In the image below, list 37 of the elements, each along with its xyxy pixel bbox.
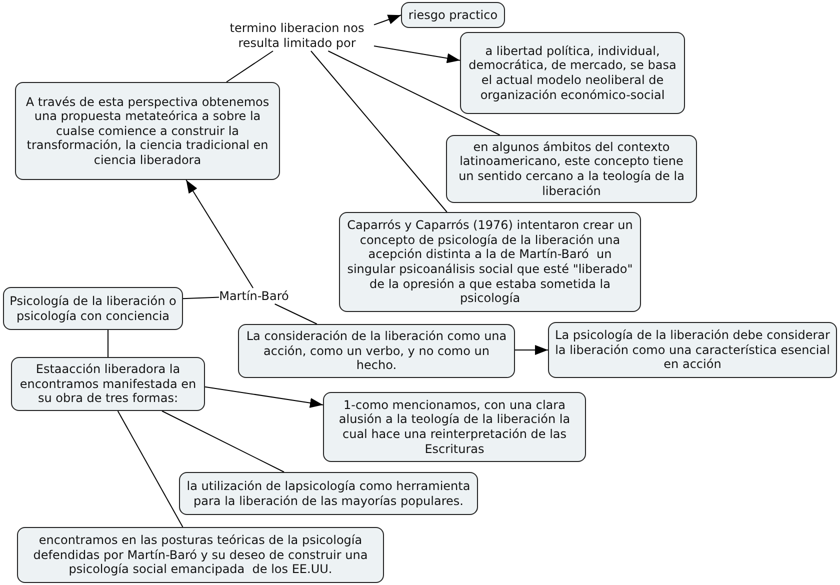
concept-text: la utilización de lapsicología como herramienta para la liberación de las mayorías populares. [186, 478, 472, 508]
concept-text: La psicología de la liberación debe considerar la liberación como una característica esencial en acción [554, 328, 831, 372]
concept-text: Psicología de la liberación o psicología con conciencia [9, 294, 177, 324]
arrow [374, 46, 460, 64]
connector-line [274, 304, 318, 324]
concept-box [11, 357, 205, 411]
concept-box [446, 135, 697, 203]
linking-phrase: termino liberacion nos resulta limitado por [220, 20, 374, 51]
arrow [186, 180, 254, 288]
concept-box [3, 287, 183, 330]
connector-line [226, 50, 274, 82]
arrow [374, 14, 402, 26]
concept-box [323, 392, 586, 462]
linking-phrase: Martín-Baró [219, 288, 289, 304]
arrow [204, 386, 324, 408]
concept-box [179, 472, 478, 515]
concept-box [238, 324, 515, 378]
concept-text: a libertad política, individual, democrática, de mercado, se basa el actual modelo neoliberal de organización económico-social [468, 44, 678, 102]
concept-box [17, 527, 384, 583]
concept-box [339, 212, 641, 312]
concept-text: Caparrós y Caparrós (1976) intentaron crear un concepto de psicología de la liberación una acepción distinta a la de Martín-Baró un singular psicoanálisis social que esté "liberado" de la opresión a que estaba sometida la psicología [346, 218, 634, 306]
connector-line [328, 50, 500, 136]
concept-box [548, 322, 837, 378]
concept-box [15, 82, 280, 180]
concept-text: A través de esta perspectiva obtenemos una propuesta metateórica a sobre la cualse comience a construir la transformación, la ciencia tradicional en ciencia liberadora [24, 94, 270, 168]
concept-text: La consideración de la liberación como una acción, como un verbo, y no como un hecho. [245, 329, 508, 373]
concept-text: encontramos en las posturas teóricas de la psicología defendidas por Martín-Baró y su deseo de construir una psicología social emancipada de los EE.UU. [32, 533, 369, 577]
concept-text: Estaacción liberadora la encontramos manifestada en su obra de tres formas: [18, 362, 198, 406]
concept-box [401, 2, 505, 28]
concept-text: riesgo practico [408, 8, 498, 22]
concept-text: 1-como mencionamos, con una clara alusión a la teología de la liberación la cual hace una reinterpretación de las Escrituras [338, 398, 572, 456]
connector-line [162, 410, 284, 472]
arrow [514, 345, 548, 355]
connector-line [182, 296, 220, 300]
concept-box [460, 32, 685, 114]
concept-text: en algunos ámbitos del contexto latinoamericano, este concepto tiene un sentido cercano a la teología de la liberación [458, 140, 686, 198]
connector-line [117, 410, 184, 528]
